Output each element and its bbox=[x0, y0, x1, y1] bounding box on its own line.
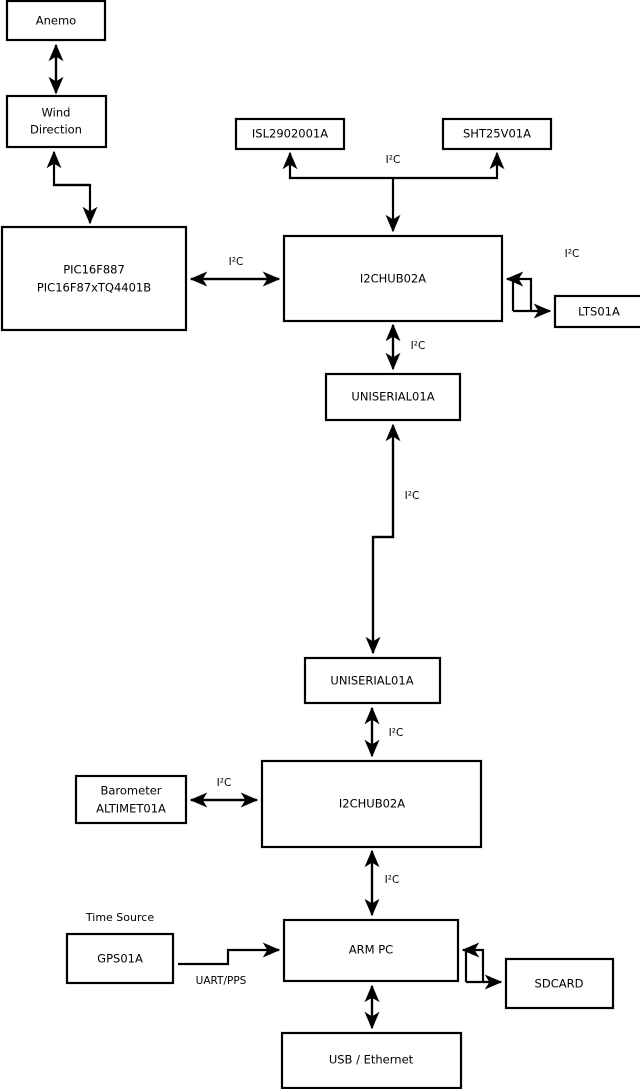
node-wind-direction[interactable]: Wind Direction bbox=[5, 94, 108, 149]
node-gps01a-label: GPS01A bbox=[97, 952, 143, 966]
node-pic-mcu-box[interactable] bbox=[0, 225, 188, 332]
node-i2chub02a-bottom-box[interactable] bbox=[260, 759, 483, 849]
node-isl2902001a[interactable]: ISL2902001A bbox=[234, 117, 346, 151]
edge-label-uniserial-hub: I²C bbox=[389, 727, 404, 739]
node-pic-mcu-label-line2: PIC16F87xTQ4401B bbox=[37, 281, 151, 295]
node-i2chub02a-bottom[interactable]: I2CHUB02A bbox=[260, 759, 483, 849]
node-sht25v01a-box[interactable] bbox=[441, 117, 553, 151]
node-isl2902001a-label: ISL2902001A bbox=[252, 127, 328, 141]
node-arm-pc[interactable]: ARM PC bbox=[282, 918, 460, 983]
node-anemo-label: Anemo bbox=[36, 14, 76, 28]
node-sdcard[interactable]: SDCARD bbox=[504, 957, 615, 1010]
edge-labels-group: I²C I²C I²C I²C I²C I²C I²C I²C UART/PPS bbox=[196, 154, 580, 987]
node-lts01a[interactable]: LTS01A bbox=[553, 294, 640, 329]
edge-label-pic-hub: I²C bbox=[229, 256, 244, 268]
node-uniserial01a-bottom[interactable]: UNISERIAL01A bbox=[303, 656, 442, 705]
node-wind-direction-box[interactable] bbox=[5, 94, 108, 149]
node-usb-ethernet[interactable]: USB / Ethernet bbox=[280, 1031, 463, 1089]
edge-label-barometer-hub: I²C bbox=[217, 777, 232, 789]
edge-label-hub-uniserial: I²C bbox=[411, 340, 426, 352]
node-sdcard-label: SDCARD bbox=[535, 977, 584, 991]
node-i2chub02a-top[interactable]: I2CHUB02A bbox=[282, 234, 504, 323]
node-uniserial01a-top-label: UNISERIAL01A bbox=[351, 390, 434, 404]
time-source-label: Time Source bbox=[85, 911, 154, 924]
free-labels-group: Time Source bbox=[85, 911, 154, 924]
node-barometer-label-line2: ALTIMET01A bbox=[96, 802, 166, 816]
node-barometer[interactable]: Barometer ALTIMET01A bbox=[74, 774, 188, 825]
node-wind-direction-label-line1: Wind bbox=[42, 106, 71, 120]
edge-pic-wind-up bbox=[46, 150, 90, 187]
node-sdcard-box[interactable] bbox=[504, 957, 615, 1010]
edge-armpc-sdcard-in bbox=[461, 942, 485, 982]
edge-label-hub-armpc: I²C bbox=[385, 874, 400, 886]
edge-label-uniserial-link: I²C bbox=[405, 490, 420, 502]
node-pic-mcu[interactable]: PIC16F887 PIC16F87xTQ4401B bbox=[0, 225, 188, 332]
node-anemo[interactable]: Anemo bbox=[5, 0, 107, 42]
node-i2chub02a-top-label: I2CHUB02A bbox=[360, 272, 426, 286]
node-arm-pc-box[interactable] bbox=[282, 918, 460, 983]
edge-label-hub-lts: I²C bbox=[565, 248, 580, 260]
node-usb-ethernet-label: USB / Ethernet bbox=[329, 1053, 414, 1067]
edge-hub-bus-to-isl bbox=[282, 151, 393, 180]
edge-label-hub-sensors: I²C bbox=[386, 154, 401, 166]
node-pic-mcu-label-line1: PIC16F887 bbox=[63, 263, 125, 277]
node-barometer-label-line1: Barometer bbox=[100, 784, 161, 798]
node-usb-ethernet-box[interactable] bbox=[280, 1031, 463, 1089]
node-lts01a-box[interactable] bbox=[553, 294, 640, 329]
edges-group bbox=[46, 43, 552, 1030]
node-uniserial01a-top-box[interactable] bbox=[324, 372, 462, 422]
node-wind-direction-label-line2: Direction bbox=[30, 123, 82, 137]
node-lts01a-label: LTS01A bbox=[578, 305, 620, 319]
edge-hub-lts-in bbox=[505, 271, 533, 311]
node-i2chub02a-bottom-label: I2CHUB02A bbox=[339, 797, 405, 811]
node-sht25v01a-label: SHT25V01A bbox=[463, 127, 531, 141]
edge-label-gps-armpc: UART/PPS bbox=[196, 975, 247, 987]
edge-uniserial-link-up bbox=[371, 423, 401, 653]
edge-uniserial-link-down bbox=[365, 440, 395, 655]
node-sht25v01a[interactable]: SHT25V01A bbox=[441, 117, 553, 151]
node-gps01a-box[interactable] bbox=[65, 932, 175, 985]
node-uniserial01a-bottom-label: UNISERIAL01A bbox=[330, 674, 413, 688]
edge-gps-armpc bbox=[178, 942, 281, 966]
node-gps01a[interactable]: GPS01A bbox=[65, 932, 175, 985]
node-arm-pc-label: ARM PC bbox=[349, 943, 393, 957]
node-anemo-box[interactable] bbox=[5, 0, 107, 42]
node-uniserial01a-top[interactable]: UNISERIAL01A bbox=[324, 372, 462, 422]
node-i2chub02a-top-box[interactable] bbox=[282, 234, 504, 323]
node-isl2902001a-box[interactable] bbox=[234, 117, 346, 151]
node-barometer-box[interactable] bbox=[74, 774, 188, 825]
node-uniserial01a-bottom-box[interactable] bbox=[303, 656, 442, 705]
edge-hub-bus-to-sht bbox=[393, 151, 505, 180]
edge-pic-wind-down bbox=[54, 183, 98, 225]
